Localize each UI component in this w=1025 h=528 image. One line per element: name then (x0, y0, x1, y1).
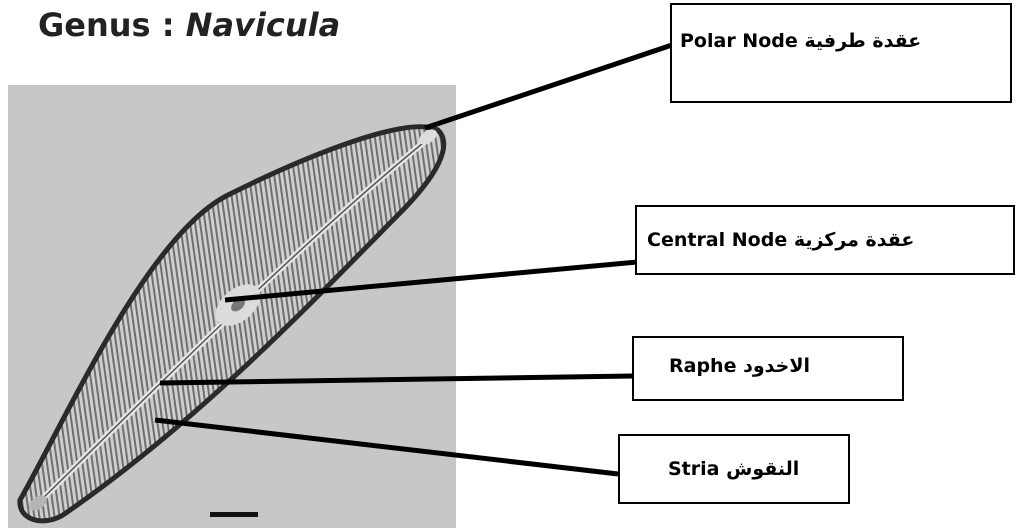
label-stria-english: Stria (668, 458, 720, 480)
label-raphe-arabic: الاخدود (743, 355, 810, 377)
title-genus: Navicula (185, 6, 341, 44)
label-box-raphe: Raphe الاخدود (632, 336, 904, 401)
label-central-node: Central Node عقدة مركزية (647, 229, 914, 251)
label-stria: Stria النقوش (668, 458, 799, 480)
label-polar-node-english: Polar Node (680, 30, 798, 52)
scale-bar (210, 512, 258, 517)
title-prefix: Genus : (38, 6, 186, 44)
page-title: Genus : Navicula (38, 6, 340, 44)
label-polar-node-arabic: عقدة طرفية (804, 30, 922, 52)
label-raphe-english: Raphe (669, 355, 737, 377)
label-polar-node: Polar Node عقدة طرفية (680, 30, 921, 52)
leader-line-raphe (159, 373, 633, 386)
label-central-node-english: Central Node (647, 229, 788, 251)
label-stria-arabic: النقوش (726, 458, 800, 480)
leader-line-stria (154, 417, 619, 477)
label-central-node-arabic: عقدة مركزية (793, 229, 915, 251)
diatom-micrograph (8, 85, 456, 528)
leader-line-polar (424, 42, 673, 131)
label-box-polar-node: Polar Node عقدة طرفية (670, 3, 1012, 103)
leader-line-central (224, 259, 638, 303)
label-box-stria: Stria النقوش (618, 434, 850, 504)
label-raphe: Raphe الاخدود (669, 355, 810, 377)
label-box-central-node: Central Node عقدة مركزية (635, 205, 1015, 275)
